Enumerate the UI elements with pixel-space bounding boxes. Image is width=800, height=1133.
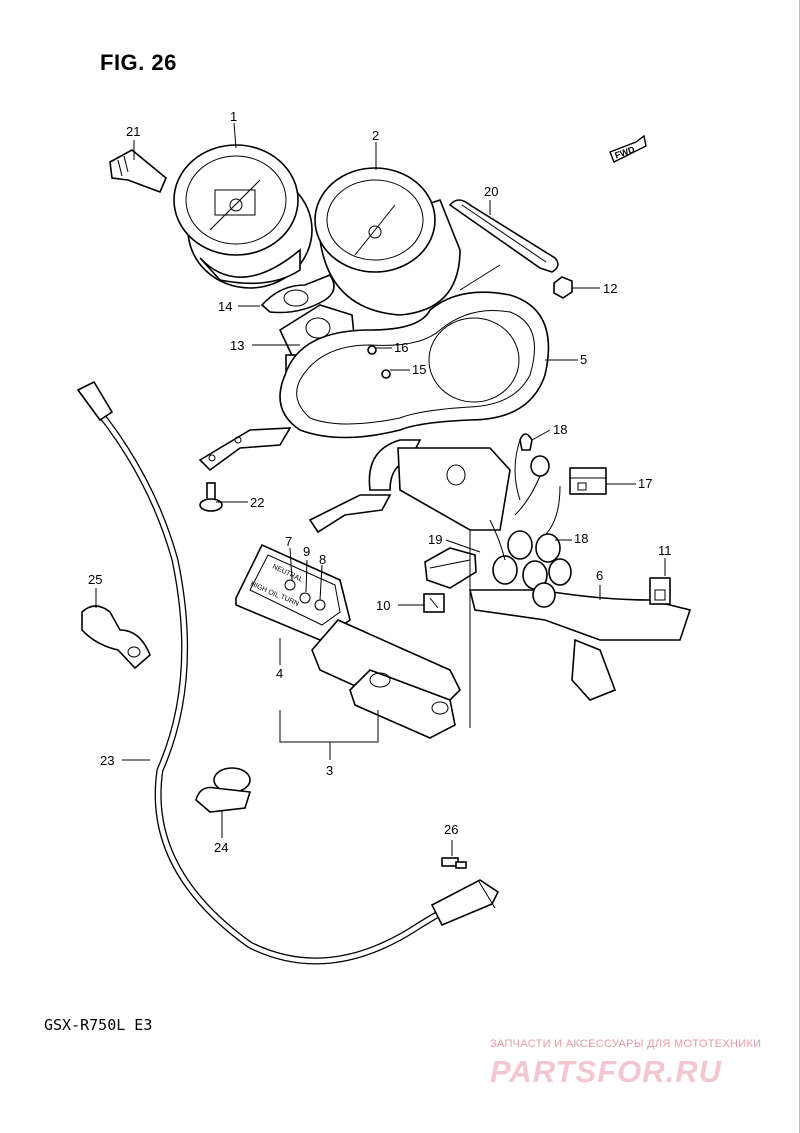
connector-17 [569, 467, 607, 495]
fwd-arrow-icon: FWD [609, 134, 647, 163]
grommet-21 [109, 149, 167, 194]
gauge-meter-2 [314, 167, 461, 316]
watermark-tagline: ЗАПЧАСТИ И АКСЕССУАРЫ ДЛЯ МОТОТЕХНИКИ [490, 1038, 762, 1050]
callout-18-upper: 18 [553, 422, 567, 437]
screw-15 [381, 369, 391, 379]
callout-numbers: 1 2 3 4 5 6 7 8 9 10 11 12 13 14 15 16 1… [88, 109, 672, 855]
strap-20 [448, 199, 559, 273]
callout-25: 25 [88, 572, 102, 587]
bolt-22 [199, 482, 223, 512]
callout-3: 3 [326, 763, 333, 778]
leader-lines [95, 122, 666, 856]
meter-case-bracket-5 [198, 291, 550, 534]
clip-10 [423, 593, 445, 613]
callout-22: 22 [250, 495, 264, 510]
callout-14: 14 [218, 299, 232, 314]
callout-23: 23 [100, 753, 114, 768]
callout-13: 13 [230, 338, 244, 353]
gauge-meter-1 [173, 144, 313, 289]
callout-15: 15 [412, 362, 426, 377]
callout-12: 12 [603, 281, 617, 296]
callout-4: 4 [276, 666, 283, 681]
speedometer-cable-23 [76, 380, 500, 965]
callout-21: 21 [126, 124, 140, 139]
callout-8: 8 [319, 552, 326, 567]
bulb-18 [519, 433, 533, 451]
connector-19 [424, 547, 477, 589]
callout-1: 1 [230, 109, 237, 124]
figure-title: FIG. 26 [100, 50, 177, 75]
callout-10: 10 [376, 598, 390, 613]
indicator-panel-4: NEUTRAL HIGH OIL TURN [235, 543, 351, 641]
clamp-24 [195, 767, 252, 813]
wiring-harness-6 [397, 439, 692, 701]
indicator-cover-3 [311, 619, 461, 739]
callout-16: 16 [394, 340, 408, 355]
callout-26: 26 [444, 822, 458, 837]
callout-24: 24 [214, 840, 228, 855]
callout-2: 2 [372, 128, 379, 143]
fwd-label: FWD [613, 144, 636, 161]
clamp-25 [81, 605, 151, 670]
callout-18-lower: 18 [574, 531, 588, 546]
model-code: GSX-R750L E3 [44, 1016, 153, 1034]
bolt-26 [441, 857, 467, 869]
callout-11: 11 [658, 543, 672, 558]
nut-12 [553, 276, 573, 299]
callout-9: 9 [303, 544, 310, 559]
watermark-brand: PARTSFOR.RU [490, 1054, 723, 1089]
callout-5: 5 [580, 352, 587, 367]
callout-7: 7 [285, 534, 292, 549]
screw-16 [367, 345, 377, 355]
gasket-14 [260, 274, 335, 314]
callout-20: 20 [484, 184, 498, 199]
clip-11 [649, 577, 671, 605]
callout-19: 19 [428, 532, 442, 547]
callout-17: 17 [638, 476, 652, 491]
callout-6: 6 [596, 568, 603, 583]
